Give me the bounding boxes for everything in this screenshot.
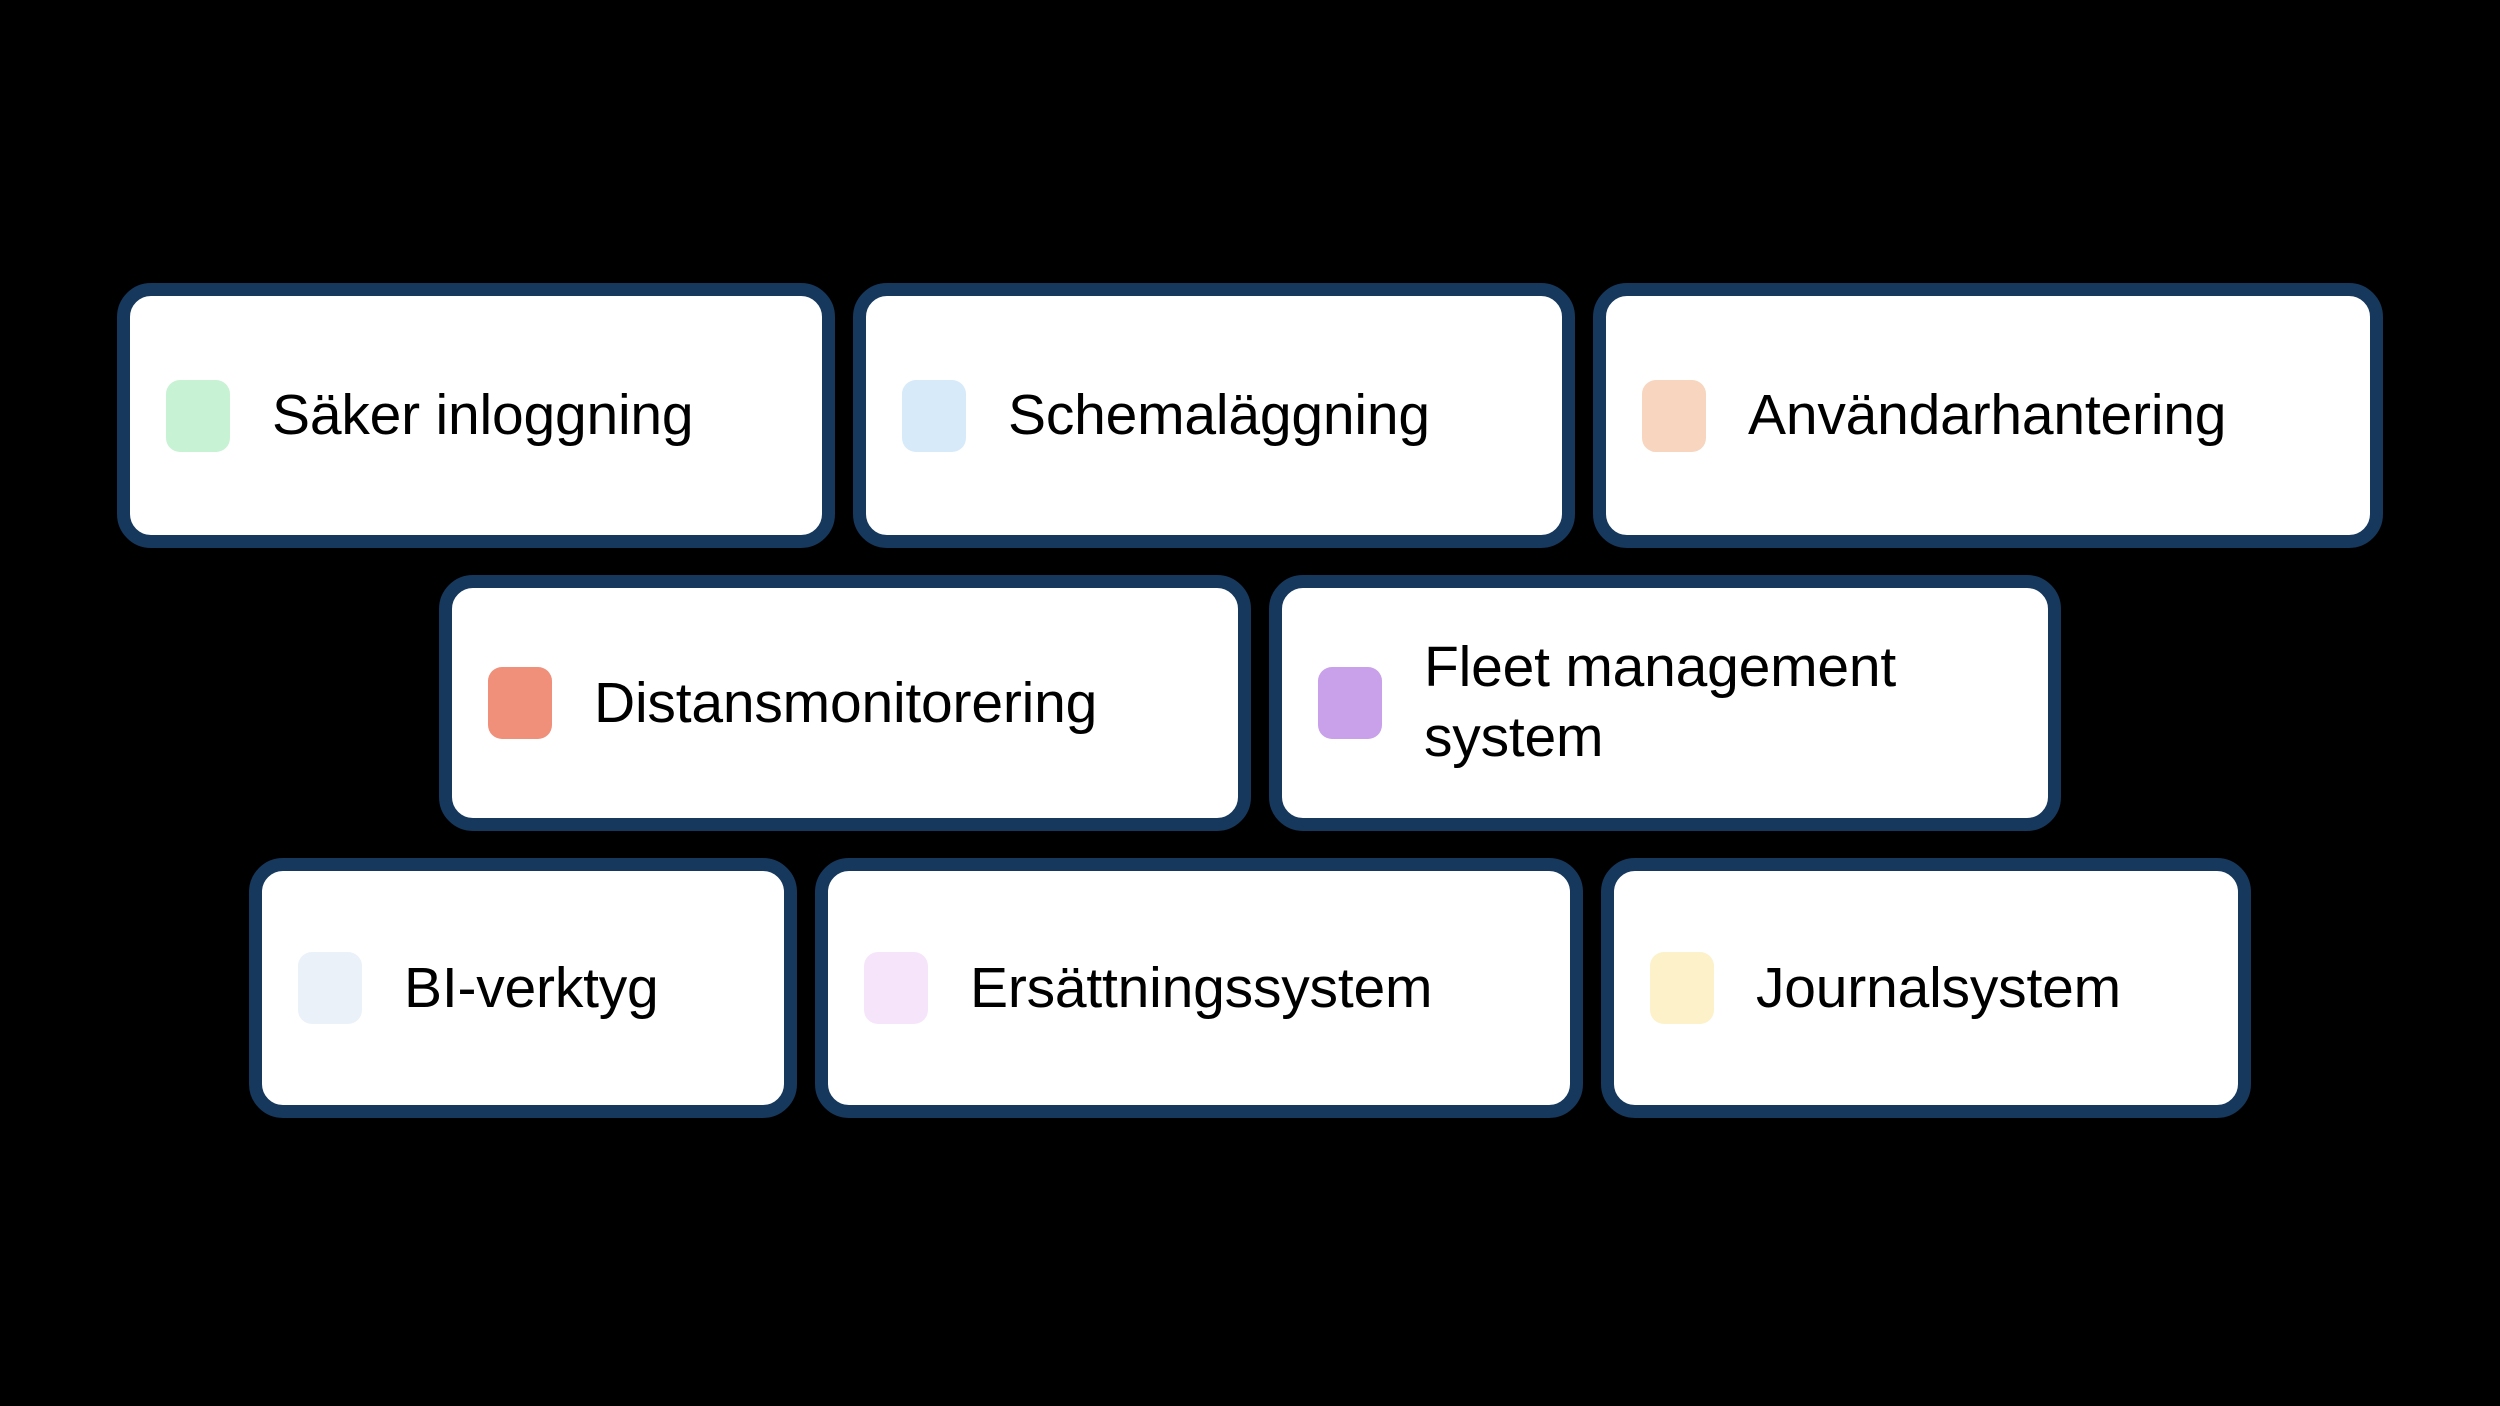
- card-label: Distansmonitorering: [594, 670, 1098, 735]
- green-swatch: [166, 379, 230, 452]
- card-saker-inloggning[interactable]: Säker inloggning: [117, 283, 835, 548]
- light-blue-swatch: [902, 379, 966, 452]
- card-label: BI-verktyg: [404, 955, 659, 1020]
- purple-swatch: [1318, 667, 1382, 739]
- lavender-swatch: [864, 952, 928, 1024]
- card-label: Användarhantering: [1748, 383, 2227, 448]
- card-ersattningssystem[interactable]: Ersättningssystem: [815, 858, 1583, 1118]
- card-label: Fleet management system: [1424, 635, 1897, 769]
- card-label: Ersättningssystem: [970, 955, 1433, 1020]
- card-row-3: BI-verktyg Ersättningssystem Journalsyst…: [0, 858, 2500, 1118]
- card-row-2: Distansmonitorering Fleet management sys…: [0, 575, 2500, 831]
- card-anvandarhantering[interactable]: Användarhantering: [1593, 283, 2383, 548]
- pale-blue-swatch: [298, 952, 362, 1024]
- card-label: Säker inloggning: [272, 383, 694, 448]
- card-label: Journalsystem: [1756, 955, 2121, 1020]
- card-row-1: Säker inloggning Schemaläggning Användar…: [0, 283, 2500, 548]
- pale-yellow-swatch: [1650, 952, 1714, 1024]
- coral-swatch: [488, 667, 552, 739]
- card-label: Schemaläggning: [1008, 383, 1430, 448]
- card-fleet-management-system[interactable]: Fleet management system: [1269, 575, 2061, 831]
- card-journalsystem[interactable]: Journalsystem: [1601, 858, 2251, 1118]
- peach-swatch: [1642, 379, 1706, 452]
- card-distansmonitorering[interactable]: Distansmonitorering: [439, 575, 1251, 831]
- card-bi-verktyg[interactable]: BI-verktyg: [249, 858, 797, 1118]
- card-schemalaggning[interactable]: Schemaläggning: [853, 283, 1575, 548]
